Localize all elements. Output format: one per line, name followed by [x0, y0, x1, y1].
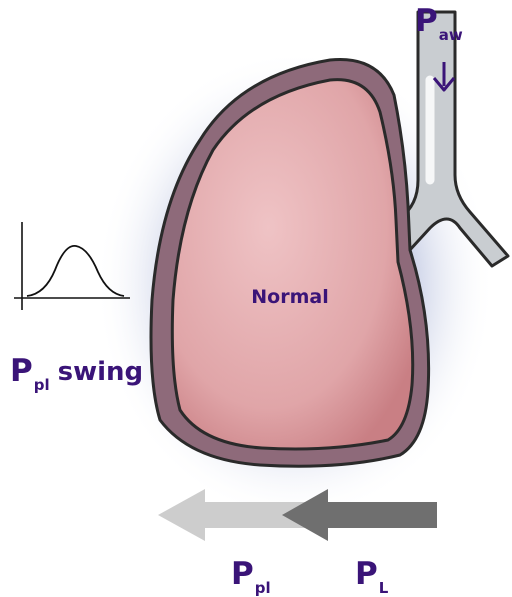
normal-label: Normal	[225, 288, 355, 307]
paw-sub: aw	[439, 26, 463, 44]
swing-word: swing	[58, 357, 144, 387]
ppl-sub: pl	[255, 579, 271, 597]
pleural-pressure-label: Ppl	[231, 559, 271, 590]
swing-sub: pl	[34, 376, 50, 394]
swing-main: P	[10, 353, 33, 389]
paw-main: P	[415, 3, 438, 39]
pl-main: P	[355, 556, 378, 592]
transpulmonary-pressure-label: PL	[355, 559, 388, 590]
airway-pressure-label: Paw	[415, 6, 463, 37]
ppl-main: P	[231, 556, 254, 592]
pl-sub: L	[379, 579, 389, 597]
